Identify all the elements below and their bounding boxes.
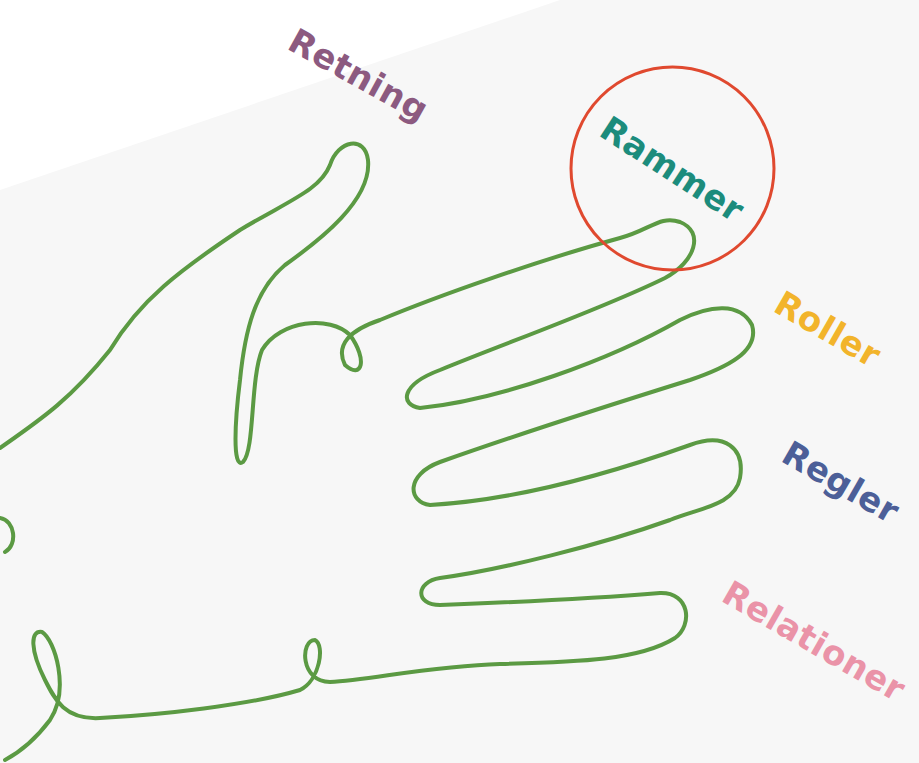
background-corner [0,0,560,190]
node-word: Rammer [595,110,750,227]
finger-word: Regler [777,435,905,528]
circle-ring [571,67,774,270]
hand-outline [0,144,753,760]
circled-node: Rammer [569,65,776,272]
hand-outline-wrist [0,518,13,552]
finger-word: Roller [769,285,886,372]
finger-word: Relationer [717,575,911,707]
